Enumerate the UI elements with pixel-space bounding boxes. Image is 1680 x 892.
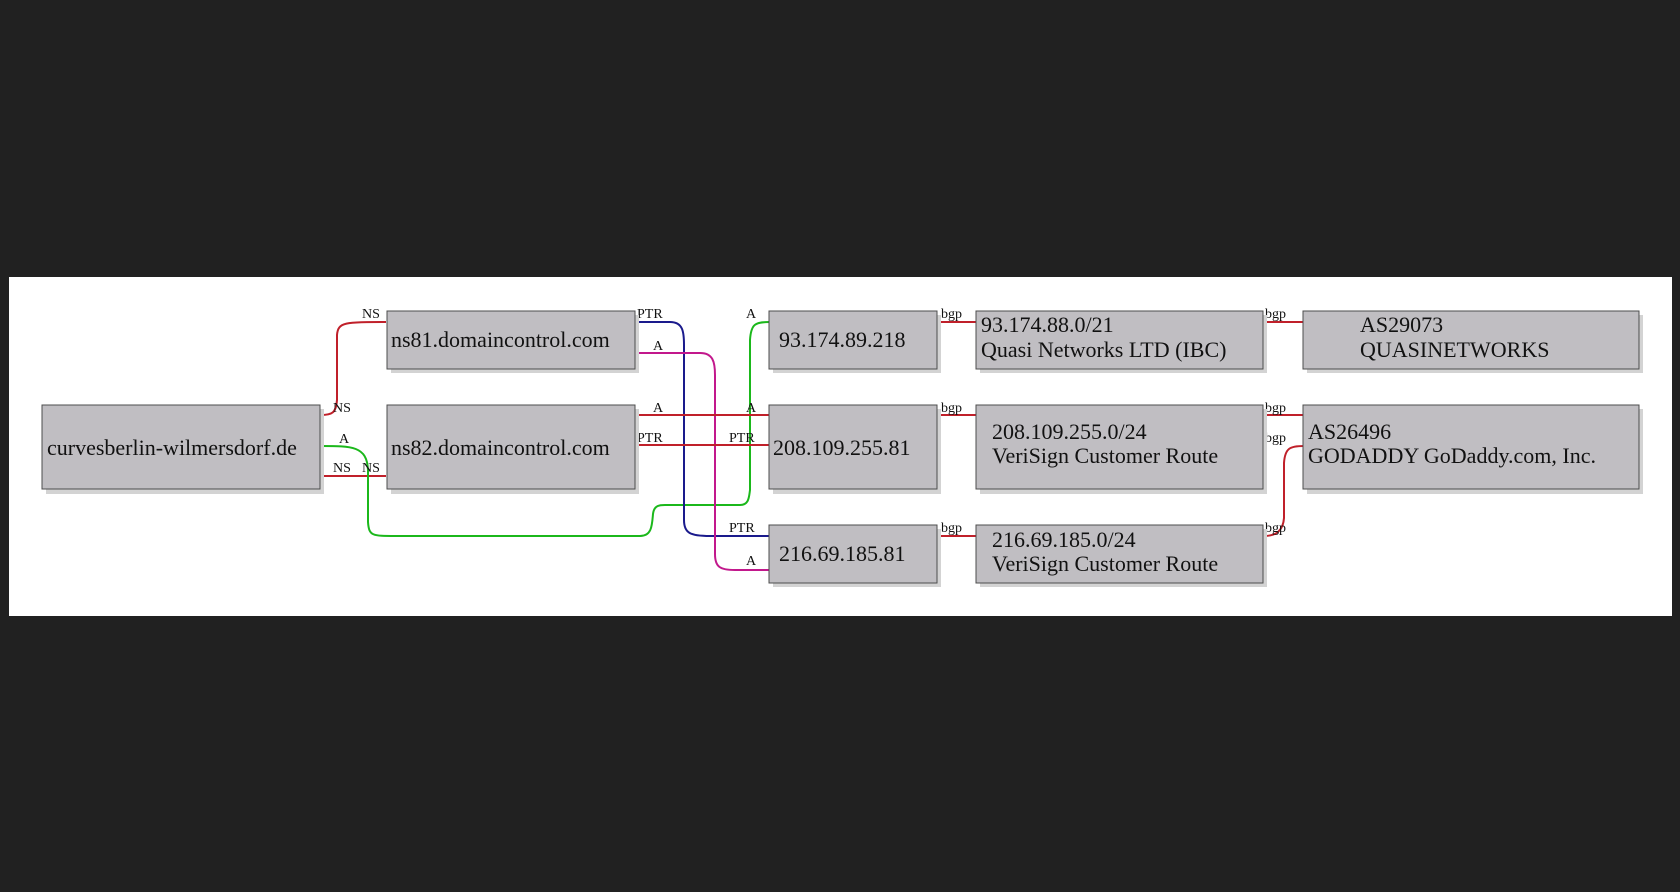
node-ns82[interactable]: ns82.domaincontrol.com [386,404,639,494]
node-ip2-label: 208.109.255.81 [773,435,911,460]
edge-label-bgp-pfx2-as2: bgp [1265,431,1286,446]
edge-label-ns-domain-bottom: NS [333,461,351,476]
edge-label-a-domain: A [339,432,350,447]
node-as29073[interactable]: AS29073 QUASINETWORKS [1302,310,1643,373]
node-box [768,524,938,584]
node-prefix-216-69-185-0-24[interactable]: 216.69.185.0/24 VeriSign Customer Route [975,524,1267,587]
edge-label-bgp-ip3: bgp [941,521,962,536]
node-prefix-93-174-88-0-21[interactable]: 93.174.88.0/21 Quasi Networks LTD (IBC) [975,310,1267,373]
node-pfx2-line2: VeriSign Customer Route [992,443,1218,468]
node-box [41,404,321,490]
node-pfx3-line1: 216.69.185.0/24 [992,527,1136,552]
node-box [386,404,636,490]
edge-label-bgp-pfx3: bgp [1265,521,1286,536]
edge-label-bgp-pfx2: bgp [1265,401,1286,416]
node-as26496[interactable]: AS26496 GODADDY GoDaddy.com, Inc. [1302,404,1643,494]
edge-label-ptr-ip3: PTR [729,521,755,536]
edge-a-domain-ip1 [320,321,771,537]
node-prefix-208-109-255-0-24[interactable]: 208.109.255.0/24 VeriSign Customer Route [975,404,1267,494]
nodes-layer: curvesberlin-wilmersdorf.de ns81.domainc… [41,310,1643,587]
node-ns82-label: ns82.domaincontrol.com [391,435,610,460]
node-box [386,310,636,370]
edge-label-ns-domain-top: NS [333,401,351,416]
node-pfx1-line2: Quasi Networks LTD (IBC) [981,337,1226,362]
edge-label-ns-ns82: NS [362,461,380,476]
edge-a-ns81-ip3 [636,352,770,571]
edge-ptr-ns81-ip3 [636,321,770,537]
node-box [975,524,1264,584]
edge-label-bgp-ip2: bgp [941,401,962,416]
edge-label-ptr-ns81: PTR [637,307,663,322]
edge-label-a-ns81: A [653,339,664,354]
node-box [768,310,938,370]
edges-layer [320,321,1305,571]
node-ip1-label: 93.174.89.218 [779,327,906,352]
node-box [975,310,1264,370]
edge-label-bgp-pfx1: bgp [1265,307,1286,322]
node-as2-line2: GODADDY GoDaddy.com, Inc. [1308,443,1596,468]
node-box [1302,404,1640,490]
node-as1-line2: QUASINETWORKS [1360,337,1549,362]
node-pfx3-line2: VeriSign Customer Route [992,551,1218,576]
node-ip-93-174-89-218[interactable]: 93.174.89.218 [768,310,941,373]
node-box [975,404,1264,490]
node-ns81-label: ns81.domaincontrol.com [391,327,610,352]
node-as1-line1: AS29073 [1360,312,1443,337]
node-as2-line1: AS26496 [1308,419,1391,444]
edge-label-a-ns82: A [653,401,664,416]
node-box [768,404,938,490]
edge-label-bgp-ip1: bgp [941,307,962,322]
node-ip-208-109-255-81[interactable]: 208.109.255.81 [768,404,941,494]
edge-label-a-ip3: A [746,554,757,569]
node-pfx2-line1: 208.109.255.0/24 [992,419,1147,444]
edge-label-ptr-ns82: PTR [637,431,663,446]
edge-bgp-pfx3-as2 [1263,445,1305,537]
node-ns81[interactable]: ns81.domaincontrol.com [386,310,639,373]
edge-labels-layer: NS NS A NS NS PTR A A PTR A A PTR PTR A … [333,307,1286,569]
edge-label-a-ip2: A [746,401,757,416]
edge-label-ptr-ip2: PTR [729,431,755,446]
edge-ns-domain-ns81 [320,321,387,416]
node-ip-216-69-185-81[interactable]: 216.69.185.81 [768,524,941,587]
node-domain[interactable]: curvesberlin-wilmersdorf.de [41,404,324,494]
edge-label-a-ip1: A [746,307,757,322]
node-ip3-label: 216.69.185.81 [779,541,906,566]
node-pfx1-line1: 93.174.88.0/21 [981,312,1114,337]
node-domain-label: curvesberlin-wilmersdorf.de [47,435,297,460]
edge-label-ns-ns81: NS [362,307,380,322]
node-box [1302,310,1640,370]
